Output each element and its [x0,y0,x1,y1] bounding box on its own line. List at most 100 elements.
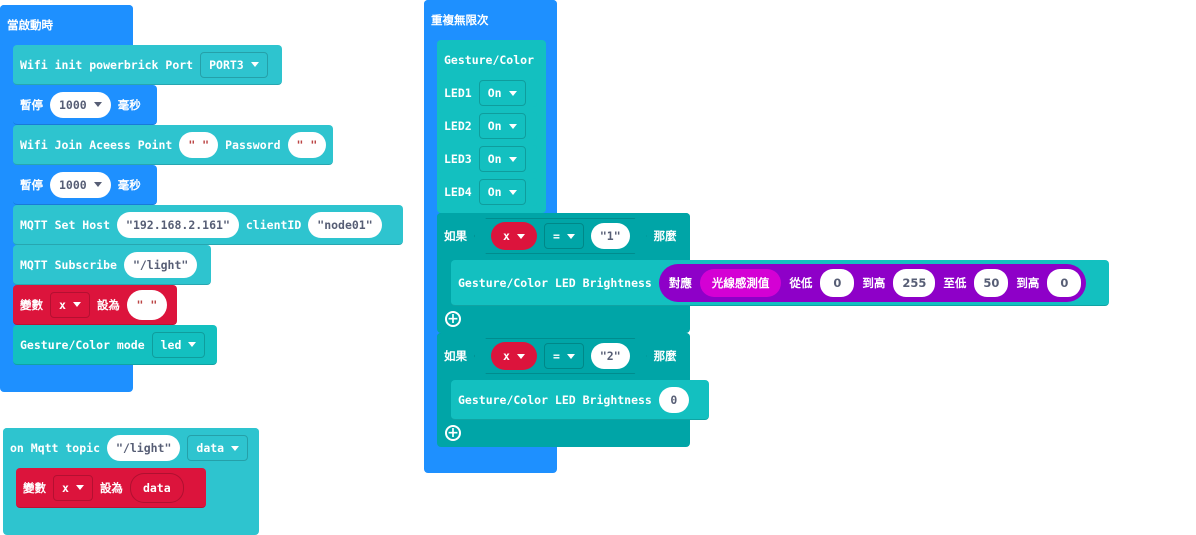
topic-input[interactable]: "/light" [107,435,181,461]
brightness-input[interactable]: 0 [658,386,689,413]
chevron-down-icon [508,123,517,129]
ssid-input[interactable]: " " [179,131,219,158]
light-sensor-block[interactable]: 光線感測值 [699,268,782,297]
chevron-down-icon [93,102,102,107]
set-variable-block[interactable]: 變數 x 設為 " " [13,285,177,325]
client-id-label: clientID [245,217,302,232]
led-value: On [487,152,502,166]
data-variable[interactable]: data [129,472,184,503]
param-dropdown[interactable]: data [187,435,249,461]
value-input[interactable]: " " [126,289,167,320]
led-label: LED1 [444,86,472,100]
led-value: On [487,86,502,100]
compare-value-input[interactable]: "2" [591,343,630,369]
led-value: On [487,119,502,133]
chevron-down-icon [517,354,525,359]
to-high-input[interactable]: 0 [1047,268,1082,297]
mqtt-subscribe-block[interactable]: MQTT Subscribe "/light" [13,245,211,285]
pause-block[interactable]: 暫停 1000 毫秒 [13,165,157,205]
chevron-down-icon [508,189,517,195]
then-label: 那麼 [653,229,677,243]
forever-header[interactable]: 重複無限次 [424,0,557,40]
if-header: 如果 x = "1" 那麼 [437,213,690,259]
pause-unit: 毫秒 [117,177,141,192]
chevron-down-icon [567,234,575,239]
led-brightness-block[interactable]: Gesture/Color LED Brightness 對應 光線感測值 從低… [451,260,1109,306]
variable-name: x [62,480,69,495]
variable-name: x [503,349,510,363]
compare-value-input[interactable]: "1" [591,223,630,249]
topic-input[interactable]: "/light" [123,251,198,278]
led-brightness-block[interactable]: Gesture/Color LED Brightness 0 [451,380,709,420]
led-label: LED4 [444,185,472,199]
pause-value: 1000 [59,97,87,112]
led1-dropdown[interactable]: On [478,80,526,106]
password-input[interactable]: " " [287,131,327,158]
pause-duration-dropdown[interactable]: 1000 [50,91,111,118]
set-to-label: 設為 [96,297,120,312]
client-id-input[interactable]: "node01" [308,211,382,238]
led4-dropdown[interactable]: On [478,179,526,205]
map-label: 對應 [668,275,692,290]
led-row: LED3 On [437,145,537,173]
chevron-down-icon [72,302,81,307]
then-label: 那麼 [653,349,677,363]
variable-label: 變數 [23,480,46,495]
variable-name: x [503,229,510,243]
variable-dropdown[interactable]: x [491,222,537,250]
gesture-color-header: Gesture/Color [437,44,546,76]
mqtt-set-host-block[interactable]: MQTT Set Host "192.168.2.161" clientID "… [13,205,403,245]
forever-label: 重複無限次 [431,13,489,27]
add-else-icon[interactable]: + [445,425,461,441]
pause-label: 暫停 [20,177,43,192]
variable-dropdown[interactable]: x [50,291,90,318]
add-else-icon[interactable]: + [445,311,461,327]
param-value: data [196,441,225,455]
operator-dropdown[interactable]: = [544,343,584,369]
host-input[interactable]: "192.168.2.161" [117,211,239,238]
variable-dropdown[interactable]: x [491,342,537,370]
chevron-down-icon [188,342,197,347]
if-label: 如果 [444,229,467,243]
wifi-join-block[interactable]: Wifi Join Aceess Point " " Password " " [13,125,333,165]
pause-duration-dropdown[interactable]: 1000 [50,171,111,198]
variable-dropdown[interactable]: x [53,474,93,501]
led2-dropdown[interactable]: On [478,113,526,139]
chevron-down-icon [517,234,525,239]
wifi-init-block[interactable]: Wifi init powerbrick Port PORT3 [13,45,282,85]
led-label: LED3 [444,152,472,166]
map-block[interactable]: 對應 光線感測值 從低 0 到高 255 至低 50 到高 0 [658,263,1087,302]
chevron-down-icon [250,62,259,67]
from-high-input[interactable]: 255 [893,268,936,297]
pause-block[interactable]: 暫停 1000 毫秒 [13,85,157,125]
led-label: LED2 [444,119,472,133]
chevron-down-icon [508,90,517,96]
brightness-label: Gesture/Color LED Brightness [458,392,652,407]
set-to-label: 設為 [99,480,123,495]
port-dropdown[interactable]: PORT3 [200,51,268,78]
from-low-input[interactable]: 0 [820,268,855,297]
on-mqtt-label: on Mqtt topic [10,441,101,455]
compare-condition[interactable]: x = "1" [474,218,647,254]
to-low-input[interactable]: 50 [974,268,1009,297]
on-start-header[interactable]: 當啟動時 [0,5,133,45]
pause-value: 1000 [59,177,87,192]
variable-label: 變數 [20,297,43,312]
mode-dropdown[interactable]: led [151,331,206,358]
chevron-down-icon [75,485,84,490]
on-start-label: 當啟動時 [7,18,53,32]
gesture-mode-block[interactable]: Gesture/Color mode led [13,325,217,365]
compare-condition[interactable]: x = "2" [474,338,647,374]
if-header: 如果 x = "2" 那麼 [437,333,690,379]
if-label: 如果 [444,349,467,363]
mqtt-subscribe-label: MQTT Subscribe [20,257,117,272]
chevron-down-icon [567,354,575,359]
set-variable-block[interactable]: 變數 x 設為 data [16,468,206,508]
operator-dropdown[interactable]: = [544,223,584,249]
led3-dropdown[interactable]: On [478,146,526,172]
pause-label: 暫停 [20,97,43,112]
chevron-down-icon [508,156,517,162]
to-high-label: 到高 [1016,275,1040,290]
mode-value: led [160,337,182,352]
on-mqtt-header[interactable]: on Mqtt topic "/light" data [3,428,259,468]
